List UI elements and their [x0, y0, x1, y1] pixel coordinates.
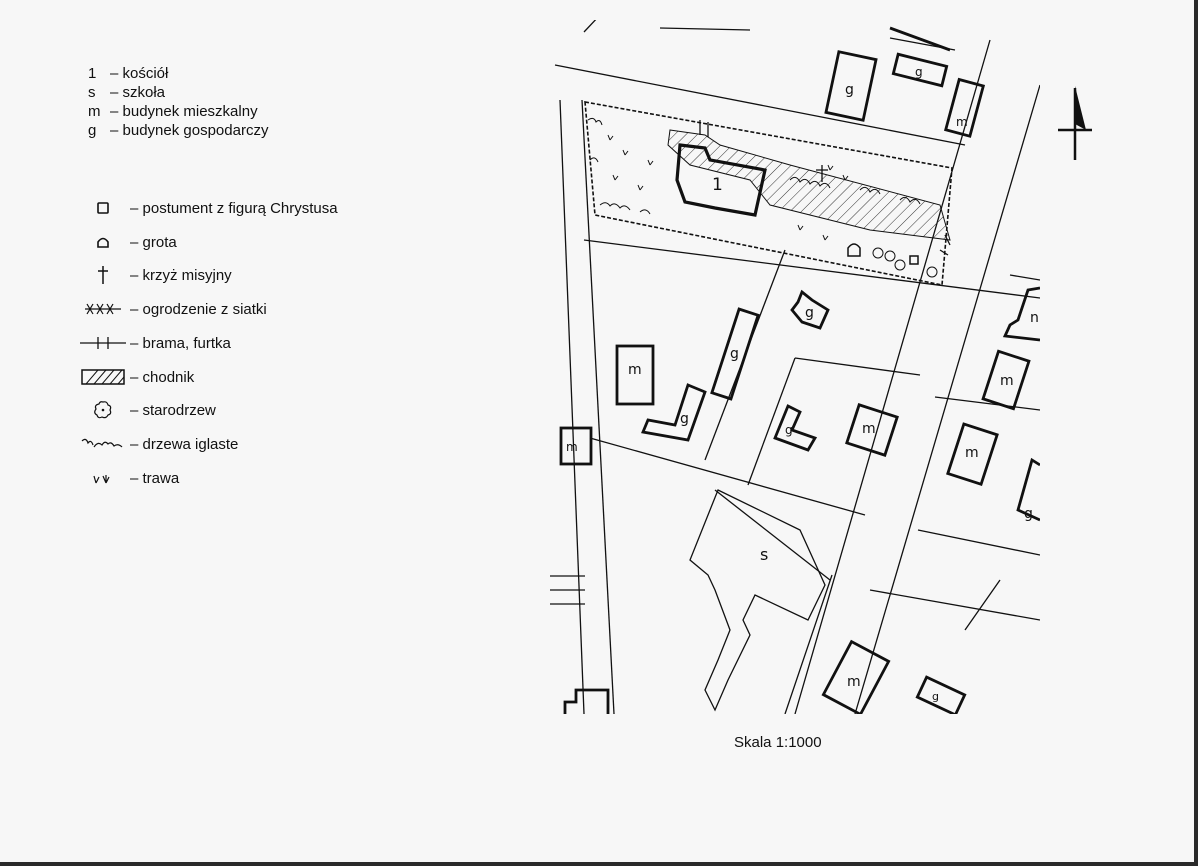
mission-cross-icon: [76, 262, 130, 288]
grotto-arch-icon: [76, 229, 130, 255]
top-line: [659, 27, 751, 31]
grass-marks: [607, 134, 849, 241]
legend-row-pedestal: – postument z figurą Chrystusa: [76, 195, 338, 221]
label-g-5: g: [680, 411, 689, 427]
legend-row-gate: – brama, furtka: [76, 330, 231, 356]
legend-row-grotto: – grota: [76, 229, 177, 255]
road-main-west-edge: [794, 39, 991, 714]
label-m-6: m: [965, 445, 979, 461]
label-g-2: g: [915, 65, 923, 79]
hatched-sidewalk-icon: [76, 364, 130, 390]
plot-line-10: [917, 529, 1040, 556]
road-crossing-marks: [550, 575, 585, 605]
label-m-5: m: [1000, 373, 1014, 389]
plot-line-1: [583, 239, 1040, 299]
label-church: 1: [712, 175, 723, 195]
label-g-3: g: [805, 305, 814, 321]
building-g-1: [824, 50, 878, 122]
legend-row-old-tree: – starodrzew: [76, 397, 216, 423]
label-m-3: m: [566, 440, 578, 454]
mission-cross-icon: [816, 165, 828, 182]
gate-north: [699, 120, 709, 137]
plot-line-12: [1009, 274, 1040, 281]
letter-legend: 1– kościół s– szkoła m– budynek mieszkal…: [88, 64, 268, 140]
legend-row-grass: – trawa: [76, 465, 179, 491]
map-scale: Skala 1:1000: [734, 734, 822, 751]
gate-icon: [76, 330, 130, 356]
old-tree-3: [894, 259, 906, 271]
label-m-4: m: [862, 421, 876, 437]
legend-row-cross: – krzyż misyjny: [76, 262, 232, 288]
building-m-3: [559, 426, 593, 466]
road-north: [554, 64, 966, 146]
legend-row-residential: m– budynek mieszkalny: [88, 103, 258, 120]
legend-row-sidewalk: – chodnik: [76, 364, 194, 390]
label-g-7: g: [932, 690, 939, 703]
plot-line-11: [964, 579, 1001, 631]
building-m-5: [981, 349, 1031, 411]
building-g-3: [790, 289, 830, 330]
old-tree-1: [872, 247, 884, 259]
label-n-partial: n: [1030, 310, 1039, 326]
old-tree-2: [884, 250, 896, 262]
building-m-4: [845, 403, 899, 457]
plot-line-2: [589, 437, 866, 516]
building-n-partial: [1002, 286, 1040, 342]
legend-row-fence: – ogrodzenie z siatki: [76, 296, 267, 322]
building-g-7: [915, 675, 967, 714]
label-school: s: [760, 545, 768, 564]
pedestal-square-icon: [909, 255, 919, 265]
building-g-5: [641, 383, 707, 442]
north-arrow-icon: [1058, 86, 1092, 160]
plot-line-8: [869, 589, 1040, 621]
plot-line-6: [714, 489, 831, 581]
legend-row-farm: g– budynek gospodarczy: [88, 122, 269, 139]
church-building: [675, 143, 767, 217]
plot-line-7: [784, 574, 833, 714]
road-west-edge-1: [559, 99, 585, 714]
building-g-2: [891, 52, 949, 88]
building-m-6: [946, 422, 999, 487]
conifer-row: [587, 117, 921, 215]
building-m-1: [943, 77, 986, 138]
old-tree-icon: [76, 397, 130, 423]
old-tree-4: [926, 266, 938, 278]
mesh-fence-icon: [76, 296, 130, 322]
building-g-4: [710, 307, 760, 401]
building-m-7: [821, 639, 891, 714]
building-g-partial: [1016, 457, 1040, 522]
plot-line-4: [794, 357, 921, 376]
label-m-2: m: [628, 362, 642, 378]
church-plot-fence: [584, 101, 953, 286]
school-building: [689, 489, 826, 712]
label-g-1: g: [845, 82, 854, 98]
building-bottom-left: [563, 688, 610, 714]
road-west-edge-2: [581, 99, 615, 714]
grotto-arch-icon: [847, 243, 861, 257]
label-m-1: m: [956, 115, 968, 129]
pedestal-square-icon: [76, 195, 130, 221]
building-m-2: [615, 344, 655, 406]
plot-line-9: [934, 396, 1040, 411]
road-north-stub: [583, 20, 597, 33]
church-sidewalk: [667, 129, 951, 241]
grass-icon: [76, 465, 130, 491]
building-g-6: [773, 404, 818, 452]
label-g-partial: g: [1024, 506, 1033, 522]
legend-row-church: 1– kościół: [88, 65, 169, 82]
conifer-trees-icon: [76, 431, 130, 457]
label-g-4: g: [730, 346, 739, 362]
legend-row-conifer: – drzewa iglaste: [76, 431, 238, 457]
plot-line-5: [747, 357, 796, 486]
label-m-7: m: [847, 674, 861, 690]
building-top-partial: [889, 26, 951, 52]
road-main-east-edge: [854, 84, 1040, 714]
village-plan-map: 1 s g g m g g m g m g m n m m g m g: [550, 20, 1092, 714]
label-g-6: g: [785, 423, 793, 437]
legend-row-school: s– szkoła: [88, 84, 166, 101]
